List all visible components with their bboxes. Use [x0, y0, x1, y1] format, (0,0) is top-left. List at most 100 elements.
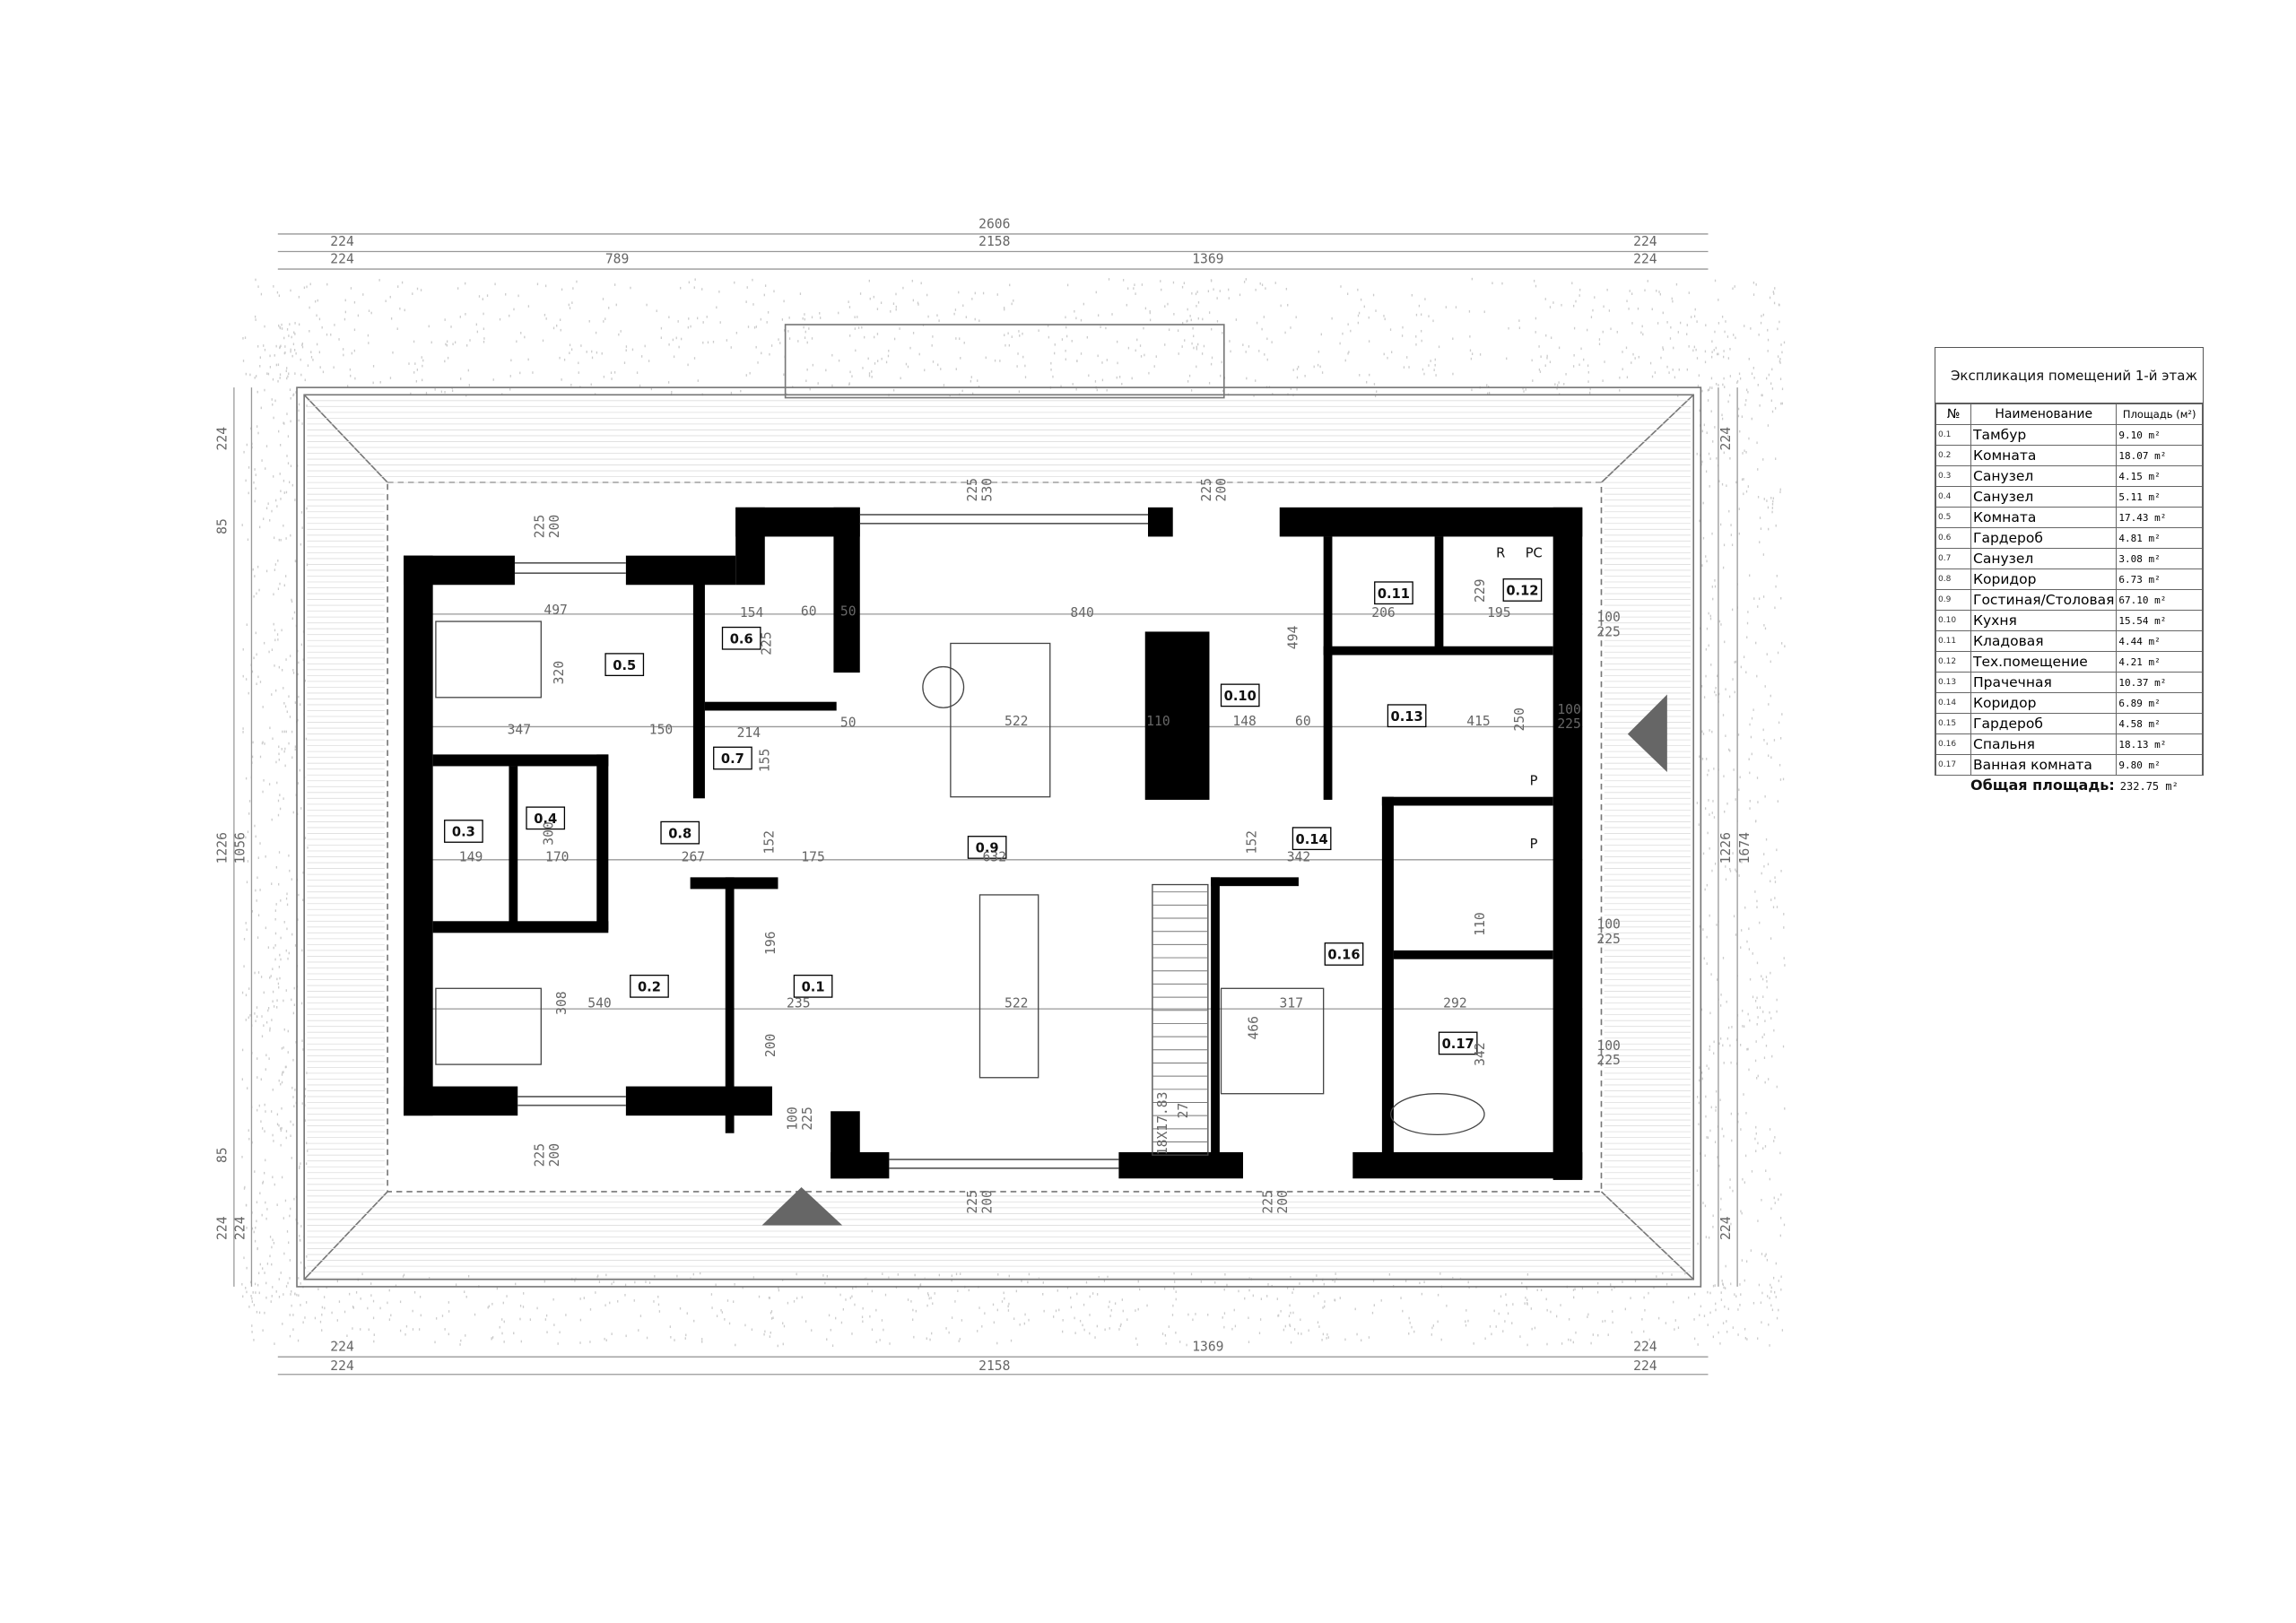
- cell-area: 18.13 m²: [2116, 733, 2203, 755]
- room-number: 0.7: [721, 751, 744, 767]
- dim-interior: 152: [762, 830, 778, 854]
- room-number: 0.3: [452, 825, 475, 840]
- dim-top: 2606: [978, 216, 1010, 231]
- dim-interior: 170: [545, 849, 569, 864]
- cell-name: Спальня: [1970, 733, 2118, 755]
- cell-area: 10.37 m²: [2116, 672, 2203, 693]
- cell-area: 6.89 m²: [2116, 692, 2203, 714]
- room-number: 0.12: [1506, 584, 1538, 599]
- dim-bottom: 224: [330, 1340, 354, 1355]
- cell-name: Санузел: [1970, 486, 2118, 508]
- cell-name: Гардероб: [1970, 713, 2118, 734]
- dim-interior: 225: [759, 631, 774, 655]
- dim-pair: 100: [786, 1107, 801, 1130]
- windows: [514, 514, 1148, 1169]
- dim-side: 1674: [1737, 832, 1752, 864]
- dim-bottom: 1369: [1192, 1340, 1223, 1355]
- dim-pair: 200: [1213, 478, 1229, 501]
- dim-interior: 206: [1371, 605, 1395, 621]
- dim-pair: 225: [1596, 624, 1620, 639]
- dim-pair: 100: [1596, 916, 1620, 932]
- dim-side: 85: [215, 1147, 230, 1163]
- room-number: 0.11: [1378, 586, 1410, 602]
- cell-no: 0.1: [1935, 424, 1971, 446]
- entrance-marker-icon: [761, 1187, 843, 1226]
- dim-pair: 225: [1199, 478, 1214, 501]
- room-tag: [967, 836, 1007, 859]
- dim-pair: 100: [1596, 1038, 1620, 1054]
- dim-top: 2158: [978, 234, 1010, 249]
- cell-no: 0.4: [1935, 486, 1971, 508]
- staircase: [1152, 891, 1208, 1142]
- cell-area: 4.81 m²: [2116, 527, 2203, 549]
- cell-name: Кладовая: [1970, 630, 2118, 652]
- dim-bottom: 2158: [978, 1358, 1010, 1374]
- dim-interior: 522: [1004, 714, 1028, 729]
- dim-interior: 110: [1146, 714, 1170, 729]
- dim-interior: 155: [758, 749, 773, 772]
- schedule-title: Экспликация помещений 1-й этаж: [1935, 348, 2203, 404]
- cell-no: 0.10: [1935, 610, 1971, 631]
- cell-no: 0.13: [1935, 672, 1971, 693]
- roof-outline: [296, 324, 1702, 1288]
- dim-pair: 225: [965, 478, 980, 501]
- dim-interior: 267: [682, 849, 705, 864]
- dim-pair: 225: [1596, 932, 1620, 947]
- dim-interior: 60: [801, 604, 817, 620]
- dim-pair: 225: [1596, 1053, 1620, 1068]
- stair-sub: 27: [1176, 1103, 1191, 1119]
- dim-top: 224: [330, 234, 354, 249]
- room-number: 0.2: [638, 980, 661, 995]
- dim-top: 224: [1633, 234, 1657, 249]
- dim-side: 1056: [232, 832, 248, 864]
- total-value: 232.75 m²: [2119, 780, 2179, 793]
- room-number: 0.16: [1327, 948, 1360, 963]
- dim-pair: 225: [533, 1143, 548, 1167]
- cell-area: 6.73 m²: [2116, 568, 2203, 590]
- dim-pair: 200: [1275, 1190, 1291, 1213]
- dim-interior: 154: [740, 605, 764, 621]
- room-number: 0.10: [1224, 689, 1257, 704]
- room-schedule-table: Экспликация помещений 1-й этаж № Наимено…: [1935, 347, 2204, 776]
- col-area: Площадь (м²): [2116, 404, 2203, 425]
- room-tag: [1292, 827, 1332, 851]
- entrance-marker-icon: [1627, 694, 1667, 772]
- cell-name: Тамбур: [1970, 424, 2118, 446]
- cell-name: Санузел: [1970, 465, 2118, 487]
- dim-pair: 200: [547, 1143, 562, 1167]
- cell-no: 0.9: [1935, 589, 1971, 611]
- cell-no: 0.8: [1935, 568, 1971, 590]
- cell-area: 9.10 m²: [2116, 424, 2203, 446]
- dim-interior: 148: [1232, 714, 1256, 729]
- col-name: Наименование: [1970, 404, 2118, 425]
- room-number: 0.9: [976, 841, 999, 856]
- dim-interior: 308: [554, 991, 570, 1014]
- room-tag: [793, 974, 833, 998]
- cell-name: Кухня: [1970, 610, 2118, 631]
- cell-area: 4.15 m²: [2116, 465, 2203, 487]
- dim-interior: 292: [1443, 995, 1466, 1011]
- dim-top: 224: [330, 252, 354, 267]
- room-number: 0.17: [1442, 1037, 1474, 1052]
- dim-interior: 415: [1466, 714, 1490, 729]
- room-number: 0.8: [668, 826, 691, 841]
- dim-top: 1369: [1192, 252, 1223, 267]
- dim-bottom: 224: [330, 1358, 354, 1374]
- col-no: №: [1935, 404, 1971, 425]
- cell-area: 3.08 m²: [2116, 548, 2203, 569]
- cell-no: 0.14: [1935, 692, 1971, 714]
- dim-interior: 149: [459, 849, 483, 864]
- room-tag: [1502, 578, 1543, 602]
- walls: [404, 507, 1583, 1180]
- dim-interior: 200: [763, 1034, 778, 1057]
- room-tag: [1374, 581, 1413, 605]
- room-tag: [630, 974, 669, 998]
- dim-side: 1226: [215, 832, 230, 864]
